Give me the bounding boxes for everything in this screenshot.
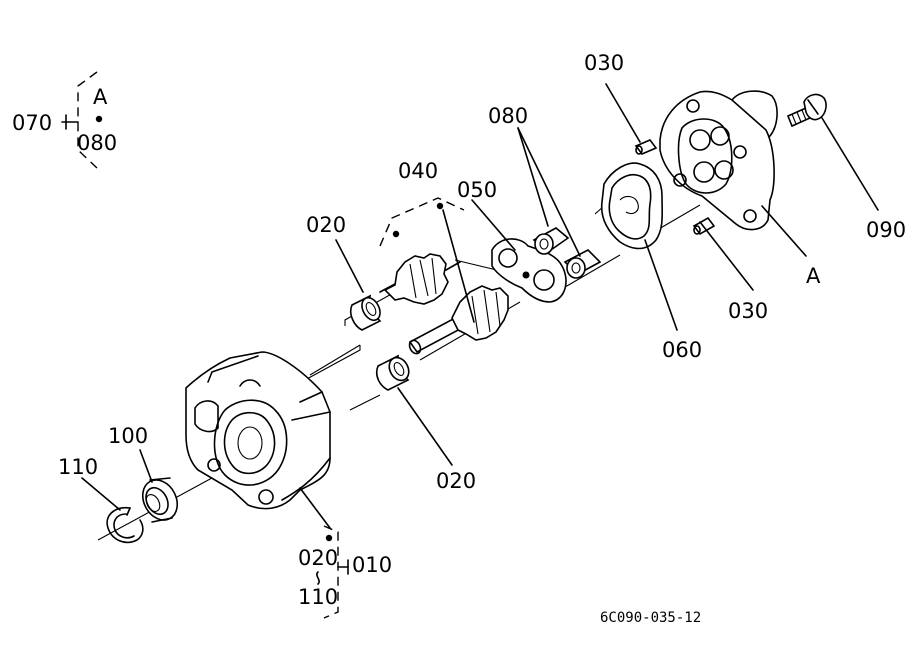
bushing-080-upper <box>532 227 570 255</box>
bushing-lower <box>375 354 410 391</box>
label-010: 010 <box>352 553 392 577</box>
label-a-group: A <box>93 85 108 109</box>
label-070: 070 <box>12 111 52 135</box>
pin-030-upper <box>634 139 658 155</box>
label-110-group: 110 <box>298 585 338 609</box>
label-050: 050 <box>457 178 497 202</box>
label-100: 100 <box>108 424 148 448</box>
label-020-left: 020 <box>306 213 346 237</box>
label-040: 040 <box>398 159 438 183</box>
gear-driven <box>379 253 461 305</box>
label-a-pointer: A <box>806 264 821 288</box>
oil-seal <box>141 477 179 523</box>
gear-drive-shaft <box>408 285 509 355</box>
bushing-upper <box>349 294 382 331</box>
gasket <box>600 162 664 250</box>
label-110: 110 <box>58 455 98 479</box>
label-090: 090 <box>866 218 906 242</box>
legend-group-070 <box>61 71 103 169</box>
label-080-group: 080 <box>77 131 117 155</box>
label-060: 060 <box>662 338 702 362</box>
bracket-010 <box>323 525 349 619</box>
label-020-bottom: 020 <box>436 469 476 493</box>
label-030-right: 030 <box>728 299 768 323</box>
bolt-090 <box>786 93 827 128</box>
label-080: 080 <box>488 104 528 128</box>
label-020-group: 020 <box>298 546 338 570</box>
bracket-040 <box>379 197 465 247</box>
pump-cover <box>659 90 778 231</box>
reference-code: 6C090-035-12 <box>600 610 701 626</box>
bushing-080-lower <box>563 249 602 279</box>
pump-body <box>185 351 331 510</box>
part-labels: 070 A 080 030 080 040 050 020 090 A 030 … <box>12 51 906 626</box>
leader-lines <box>81 83 879 529</box>
label-030-top: 030 <box>584 51 624 75</box>
label-tilde <box>316 571 320 585</box>
side-plate <box>491 238 567 303</box>
snap-ring <box>106 506 144 544</box>
